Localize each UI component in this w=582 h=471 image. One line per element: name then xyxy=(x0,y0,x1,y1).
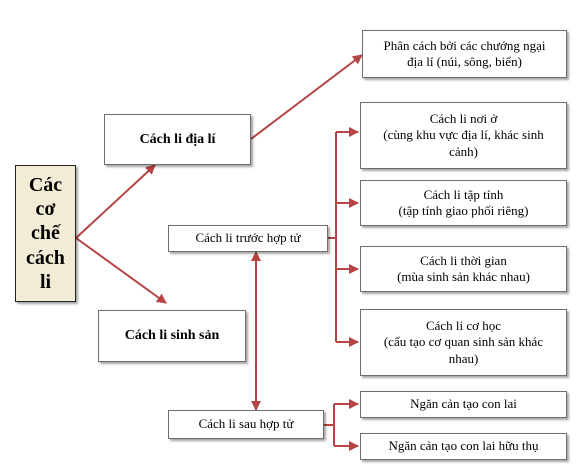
prezygotic-label: Cách li trước hợp tử xyxy=(195,230,301,246)
arrow-root-to-geographic xyxy=(75,164,156,239)
infertile-hybrid-box: Ngăn cản tạo con lai hữu thụ xyxy=(360,433,567,460)
barrier-line-1: Phân cách bởi các chướng ngại xyxy=(383,37,546,53)
postzygotic-isolation-box: Cách li sau hợp tử xyxy=(168,410,324,439)
arrow-geographic-to-barrier xyxy=(250,54,363,140)
habitat-line-1: Cách li nơi ở xyxy=(429,111,498,127)
geographic-isolation-label: Cách li địa lí xyxy=(139,131,216,147)
temporal-isolation-box: Cách li thời gian (mùa sinh sản khác nha… xyxy=(360,246,567,292)
root-line-3: chế xyxy=(31,222,60,245)
temporal-line-2: (mùa sinh sản khác nhau) xyxy=(397,269,530,284)
geographic-isolation-box: Cách li địa lí xyxy=(104,114,251,165)
no-hybrid-label: Ngăn cản tạo con lai xyxy=(410,396,517,412)
postzygotic-label: Cách li sau hợp tử xyxy=(198,416,294,432)
habitat-line-3: cảnh) xyxy=(449,143,478,159)
infertile-hybrid-label: Ngăn cản tạo con lai hữu thụ xyxy=(388,438,539,454)
habitat-line-2: (cùng khu vực địa lí, khác sinh xyxy=(383,127,544,143)
reproductive-isolation-label: Cách li sinh sản xyxy=(124,328,220,344)
reproductive-isolation-box: Cách li sinh sản xyxy=(98,310,246,362)
behavioral-line-2: (tập tính giao phối riêng) xyxy=(398,203,529,218)
no-hybrid-box: Ngăn cản tạo con lai xyxy=(360,391,567,418)
mechanical-line-3: nhau) xyxy=(448,350,479,366)
geographic-barrier-box: Phân cách bởi các chướng ngại địa lí (nú… xyxy=(362,30,567,78)
barrier-line-2: địa lí (núi, sông, biển) xyxy=(407,54,522,69)
behavioral-line-1: Cách li tập tính xyxy=(423,186,504,202)
prezygotic-isolation-box: Cách li trước hợp tử xyxy=(168,225,328,252)
mechanical-line-1: Cách li cơ học xyxy=(425,318,502,334)
root-line-5: li xyxy=(39,271,52,294)
mechanical-isolation-box: Cách li cơ học (cấu tạo cơ quan sinh sản… xyxy=(360,309,567,376)
root-line-2: cơ xyxy=(35,197,56,220)
mechanical-line-2: (cấu tạo cơ quan sinh sản khác xyxy=(383,334,544,350)
root-line-1: Các xyxy=(28,173,63,196)
root-line-4: cách xyxy=(26,246,65,269)
root-mechanisms-box: Các cơ chế cách li xyxy=(15,165,76,302)
arrow-root-to-reproductive xyxy=(75,237,167,304)
temporal-line-1: Cách li thời gian xyxy=(420,252,507,268)
behavioral-isolation-box: Cách li tập tính (tập tính giao phối riê… xyxy=(360,180,567,226)
habitat-isolation-box: Cách li nơi ở (cùng khu vực địa lí, khác… xyxy=(360,102,567,169)
